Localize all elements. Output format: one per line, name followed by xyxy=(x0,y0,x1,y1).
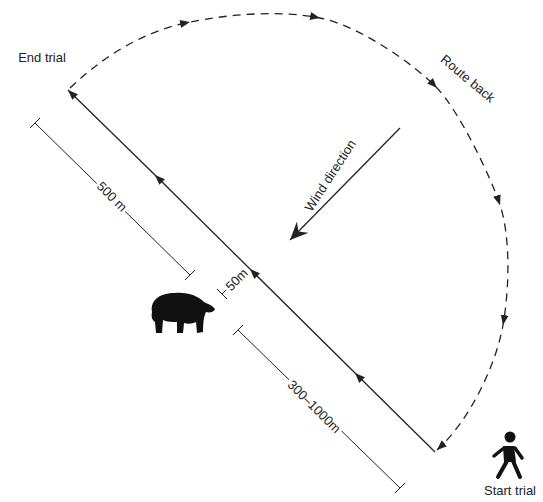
dimension-500 xyxy=(30,118,195,280)
annotation-label: 50m xyxy=(221,263,252,294)
return-route xyxy=(70,14,508,450)
person-silhouette xyxy=(494,432,522,478)
wind-arrow xyxy=(290,128,400,240)
annotation-label: 300–1000m xyxy=(283,375,345,437)
bear-silhouette xyxy=(152,293,215,333)
dimension-300-1000 xyxy=(233,325,405,493)
annotation-label: End trial xyxy=(16,50,68,65)
walk-route xyxy=(68,90,435,452)
annotation-label: Wind direction xyxy=(300,135,360,216)
annotation-label: 500 m xyxy=(92,177,131,216)
annotation-label: Start trial xyxy=(482,483,538,498)
